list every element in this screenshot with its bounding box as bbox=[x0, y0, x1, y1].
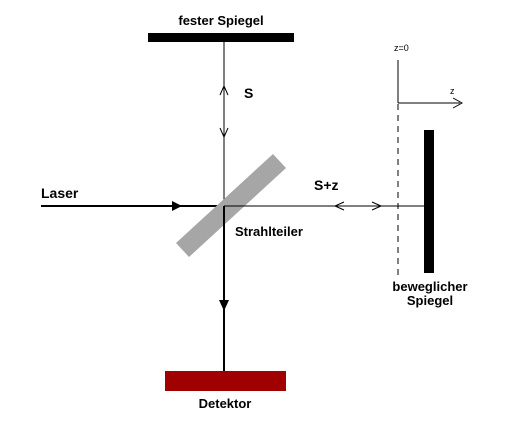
fixed-mirror-label: fester Spiegel bbox=[178, 13, 263, 28]
laser-label: Laser bbox=[41, 185, 79, 201]
movable-mirror-label-line2: Spiegel bbox=[407, 293, 453, 308]
arrow-up-head bbox=[219, 84, 229, 96]
beam-splitter-label: Strahlteiler bbox=[235, 224, 303, 239]
detector bbox=[165, 371, 286, 391]
z-axis-label: z bbox=[450, 86, 455, 96]
z-zero-label: z=0 bbox=[394, 43, 409, 53]
arrow-left-head bbox=[333, 201, 345, 211]
laser-arrow-head bbox=[172, 201, 182, 211]
fixed-mirror bbox=[148, 33, 294, 42]
z-axis-arrow-head bbox=[452, 97, 464, 109]
movable-mirror-label-line1: beweglicher bbox=[392, 279, 467, 294]
arrow-right-head bbox=[371, 201, 383, 211]
detector-label: Detektor bbox=[199, 396, 252, 411]
s-label: S bbox=[244, 85, 253, 101]
detector-arrow-head bbox=[219, 300, 229, 311]
s-plus-z-label: S+z bbox=[314, 177, 339, 193]
movable-mirror bbox=[424, 130, 434, 273]
arrow-down-head bbox=[219, 127, 229, 139]
